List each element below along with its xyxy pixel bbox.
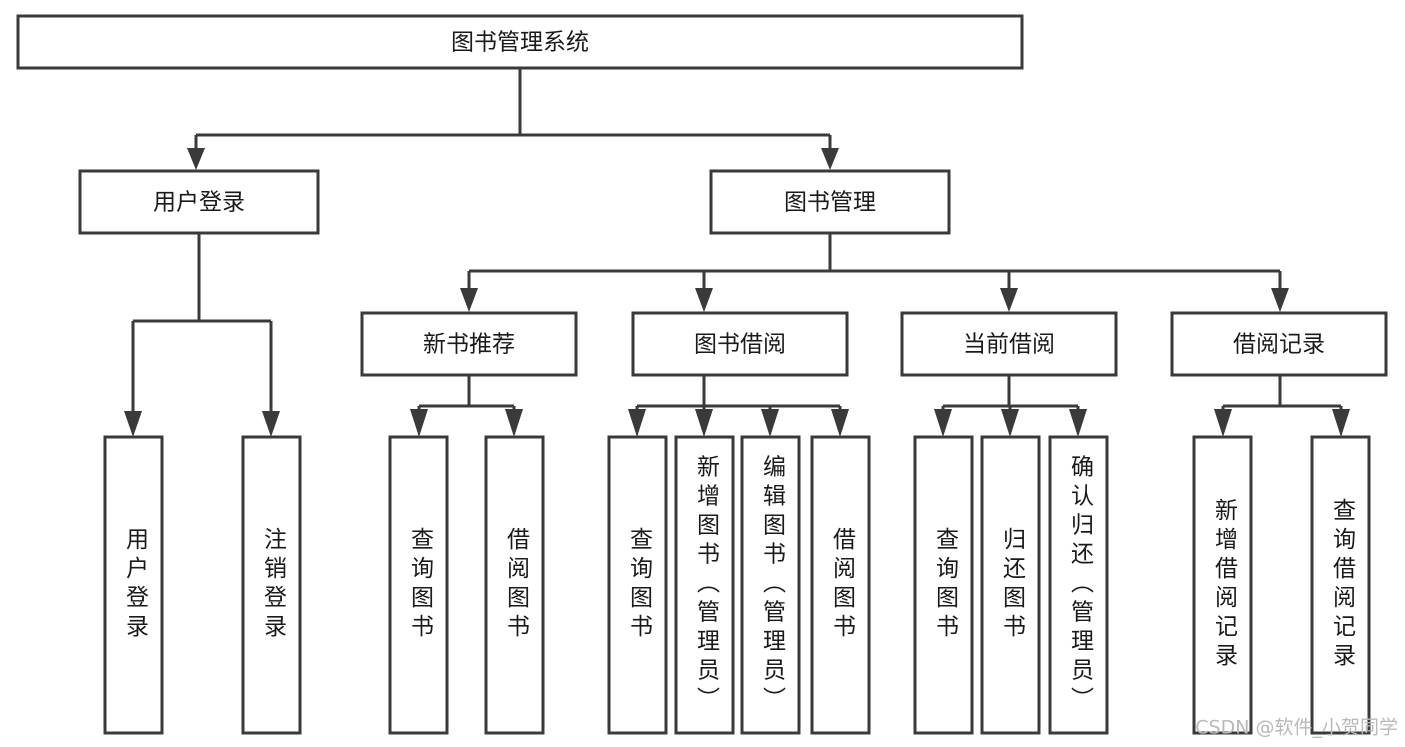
node-book-borrow[interactable]: 图书借阅 xyxy=(631,311,849,377)
leaf-book-borrow-borrow-label: 借阅图书 xyxy=(829,527,857,643)
leaf-current-borrow-confirm-return[interactable]: 确认归还（管理员） xyxy=(1048,435,1109,735)
node-new-book-recommend[interactable]: 新书推荐 xyxy=(360,311,578,377)
leaf-borrow-record-add[interactable]: 新增借阅记录 xyxy=(1192,435,1253,735)
leaf-book-borrow-edit-box[interactable] xyxy=(740,435,801,735)
leaf-current-borrow-confirm-return-box[interactable] xyxy=(1048,435,1109,735)
node-borrow-record[interactable]: 借阅记录 xyxy=(1170,311,1388,377)
leaf-new-book-query-label: 查询图书 xyxy=(407,527,435,643)
node-root-system-label: 图书管理系统 xyxy=(451,30,589,56)
node-new-book-recommend-box[interactable] xyxy=(360,311,578,377)
arrow-book-manage-to-borrow-record xyxy=(1271,288,1289,312)
arrow-new-book-leaf-2 xyxy=(505,409,523,437)
node-current-borrow-box[interactable] xyxy=(900,311,1118,377)
leaf-book-borrow-edit-label: 编辑图书（管理员） xyxy=(759,455,787,716)
node-book-manage[interactable]: 图书管理 xyxy=(709,169,951,235)
arrow-root-to-user-login xyxy=(187,148,205,170)
arrow-book-borrow-leaf-4 xyxy=(831,409,849,437)
arrow-current-borrow-leaf-1 xyxy=(934,409,952,437)
arrow-root-to-book-manage xyxy=(821,148,839,170)
node-user-login-label: 用户登录 xyxy=(153,190,245,216)
leaf-book-borrow-add-label: 新增图书（管理员） xyxy=(693,455,721,716)
leaf-new-book-borrow-box[interactable] xyxy=(484,435,545,735)
arrow-book-borrow-leaf-1 xyxy=(628,409,646,437)
leaf-user-login-logout[interactable]: 注销登录 xyxy=(241,435,302,735)
leaf-new-book-borrow-label: 借阅图书 xyxy=(503,527,531,643)
arrow-current-borrow-leaf-3 xyxy=(1069,409,1087,437)
node-user-login-box[interactable] xyxy=(78,169,320,235)
leaf-current-borrow-return-label: 归还图书 xyxy=(999,527,1027,643)
node-user-login[interactable]: 用户登录 xyxy=(78,169,320,235)
leaf-book-borrow-query-box[interactable] xyxy=(607,435,668,735)
leaf-user-login-logout-label: 注销登录 xyxy=(260,527,288,643)
arrow-book-manage-to-current-borrow xyxy=(1000,288,1018,312)
leaf-book-borrow-add-box[interactable] xyxy=(674,435,735,735)
leaf-book-borrow-borrow-box[interactable] xyxy=(810,435,871,735)
node-root-system-box[interactable] xyxy=(16,14,1024,70)
leaf-user-login-login-label: 用户登录 xyxy=(122,527,150,643)
node-book-manage-label: 图书管理 xyxy=(784,190,876,216)
leaf-borrow-record-query-box[interactable] xyxy=(1310,435,1371,735)
arrow-user-login-leaf-2 xyxy=(262,411,280,437)
node-book-manage-box[interactable] xyxy=(709,169,951,235)
leaf-borrow-record-add-label: 新增借阅记录 xyxy=(1211,498,1239,672)
arrow-book-borrow-leaf-2 xyxy=(695,409,713,437)
leaf-borrow-record-query-label: 查询借阅记录 xyxy=(1329,498,1357,672)
leaf-new-book-query-box[interactable] xyxy=(388,435,449,735)
leaf-current-borrow-query[interactable]: 查询图书 xyxy=(913,435,974,735)
leaf-new-book-borrow[interactable]: 借阅图书 xyxy=(484,435,545,735)
node-book-borrow-label: 图书借阅 xyxy=(694,332,786,358)
node-borrow-record-box[interactable] xyxy=(1170,311,1388,377)
leaf-book-borrow-edit[interactable]: 编辑图书（管理员） xyxy=(740,435,801,735)
leaf-current-borrow-confirm-return-label: 确认归还（管理员） xyxy=(1067,455,1095,716)
leaf-book-borrow-add[interactable]: 新增图书（管理员） xyxy=(674,435,735,735)
leaf-user-login-login[interactable]: 用户登录 xyxy=(103,435,164,735)
node-new-book-recommend-label: 新书推荐 xyxy=(423,332,515,358)
node-root-system[interactable]: 图书管理系统 xyxy=(16,14,1024,70)
leaf-current-borrow-return[interactable]: 归还图书 xyxy=(980,435,1041,735)
arrow-new-book-leaf-1 xyxy=(410,409,428,437)
leaf-user-login-logout-box[interactable] xyxy=(241,435,302,735)
arrow-book-manage-to-new-book xyxy=(460,288,478,312)
leaf-current-borrow-return-box[interactable] xyxy=(980,435,1041,735)
node-current-borrow-label: 当前借阅 xyxy=(963,332,1055,358)
leaf-user-login-login-box[interactable] xyxy=(103,435,164,735)
node-borrow-record-label: 借阅记录 xyxy=(1233,332,1325,358)
leaf-book-borrow-query-label: 查询图书 xyxy=(626,527,654,643)
leaf-current-borrow-query-label: 查询图书 xyxy=(932,527,960,643)
node-book-borrow-box[interactable] xyxy=(631,311,849,377)
leaf-book-borrow-query[interactable]: 查询图书 xyxy=(607,435,668,735)
arrow-borrow-record-leaf-1 xyxy=(1214,409,1232,437)
arrow-user-login-leaf-1 xyxy=(124,411,142,437)
leaf-borrow-record-add-box[interactable] xyxy=(1192,435,1253,735)
arrow-current-borrow-leaf-2 xyxy=(1001,409,1019,437)
leaf-book-borrow-borrow[interactable]: 借阅图书 xyxy=(810,435,871,735)
node-current-borrow[interactable]: 当前借阅 xyxy=(900,311,1118,377)
arrow-book-borrow-leaf-3 xyxy=(761,409,779,437)
csdn-watermark: CSDN @软件_小贺同学 xyxy=(1195,717,1398,739)
arrow-borrow-record-leaf-2 xyxy=(1332,409,1350,437)
connector-layer xyxy=(124,68,1350,437)
leaf-new-book-query[interactable]: 查询图书 xyxy=(388,435,449,735)
arrow-book-manage-to-book-borrow xyxy=(695,288,713,312)
leaf-current-borrow-query-box[interactable] xyxy=(913,435,974,735)
leaf-borrow-record-query[interactable]: 查询借阅记录 xyxy=(1310,435,1371,735)
